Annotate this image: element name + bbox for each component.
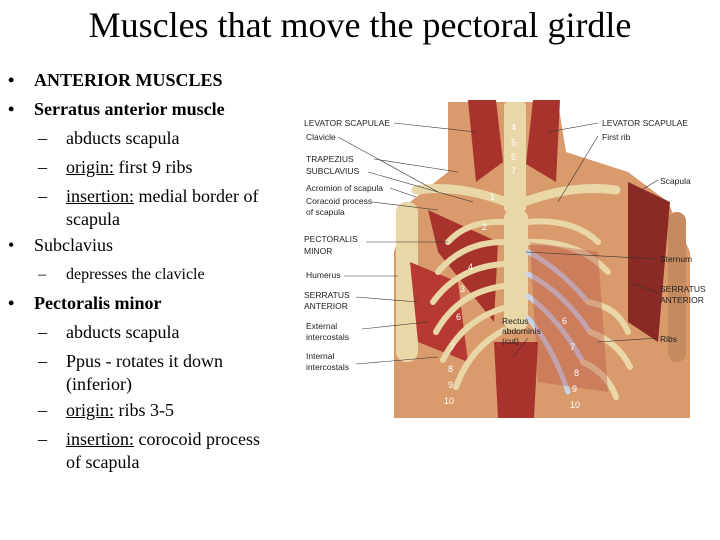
bullet-dot: • <box>8 99 15 119</box>
label-rectus-1: Rectus <box>502 316 528 326</box>
bullet-pectoralis-minor: • Pectoralis minor <box>0 289 300 318</box>
rib-number: 8 <box>574 368 579 378</box>
rib-number: 6 <box>511 152 516 162</box>
rib-number: 6 <box>562 316 567 326</box>
left-ribs <box>430 218 507 390</box>
label-right-serratus-1: SERRATUS <box>660 284 706 294</box>
right-scapula-serratus <box>628 182 670 342</box>
rib-number: 2 <box>482 222 487 232</box>
intercostal-muscles <box>530 242 608 392</box>
label-rectus-3: (cut) <box>502 336 519 346</box>
sub-bullet-serratus-insertion: – insertion: medial border of scapula <box>0 182 300 231</box>
label-sternum: Sternum <box>660 254 692 264</box>
rib-number: 5 <box>511 138 516 148</box>
dash-mark: – <box>38 128 47 148</box>
anatomy-figure: 4 5 6 7 1 2 3 4 6 7 8 9 10 6 7 8 9 10 <box>298 92 720 418</box>
rib-number: 9 <box>572 384 577 394</box>
rib-number: 1 <box>490 192 495 202</box>
label-right-levator-scapulae: LEVATOR SCAPULAE <box>602 118 688 128</box>
bullet-dot: • <box>8 70 15 90</box>
label-serratus-anterior-2: ANTERIOR <box>304 301 348 311</box>
sub-bullet-serratus-action: – abducts scapula <box>0 124 300 153</box>
right-clavicle <box>519 184 621 207</box>
label-acromion: Acromion of scapula <box>306 183 383 193</box>
right-arm <box>668 212 686 362</box>
rib-number: 7 <box>450 342 455 352</box>
right-levator-scapulae <box>526 100 560 182</box>
bullet-subclavius: • Subclavius <box>0 231 300 260</box>
rib-number: 10 <box>570 400 580 410</box>
label-clavicle: Clavicle <box>306 132 336 142</box>
label-ribs: Ribs <box>660 334 677 344</box>
label-coracoid-2: of scapula <box>306 207 345 217</box>
bullet-serratus-anterior: • Serratus anterior muscle <box>0 95 300 124</box>
rib-number: 4 <box>511 122 516 132</box>
label-coracoid-1: Coracoid process <box>306 196 372 206</box>
dash-mark: – <box>38 266 46 283</box>
anatomy-illustration: 4 5 6 7 1 2 3 4 6 7 8 9 10 6 7 8 9 10 <box>304 100 706 418</box>
label-pectoralis-minor-1: PECTORALIS <box>304 234 358 244</box>
sub-bullet-pectoralis-origin: – origin: ribs 3-5 <box>0 396 300 425</box>
label-external-intercostals-1: External <box>306 321 337 331</box>
label-humerus: Humerus <box>306 270 340 280</box>
label-serratus-anterior-1: SERRATUS <box>304 290 350 300</box>
serratus-anterior-muscle <box>410 262 468 362</box>
sub-bullet-serratus-origin: – origin: first 9 ribs <box>0 153 300 182</box>
rib-number: 3 <box>460 284 465 294</box>
bullet-dot: • <box>8 235 15 255</box>
bullet-outline: • ANTERIOR MUSCLES • Serratus anterior m… <box>0 66 300 474</box>
bullet-dot: • <box>8 293 15 313</box>
rib-number: 4 <box>468 262 473 272</box>
rib-number: 6 <box>456 312 461 322</box>
sub-bullet-subclavius-action: – depresses the clavicle <box>0 260 300 289</box>
label-internal-intercostals-2: intercostals <box>306 362 349 372</box>
rib-number: 7 <box>511 166 516 176</box>
left-clavicle <box>411 184 511 207</box>
label-levator-scapulae: LEVATOR SCAPULAE <box>304 118 390 128</box>
sub-bullet-pectoralis-action: – abducts scapula <box>0 318 300 347</box>
label-subclavius: SUBCLAVIUS <box>306 166 360 176</box>
dash-mark: – <box>38 322 47 342</box>
label-internal-intercostals-1: Internal <box>306 351 334 361</box>
rib-number: 10 <box>444 396 454 406</box>
rib-number: 7 <box>570 342 575 352</box>
dash-mark: – <box>38 157 47 177</box>
dash-mark: – <box>38 351 47 371</box>
cervical-vertebrae <box>504 102 526 212</box>
rectus-abdominis <box>494 342 538 418</box>
right-ribs <box>525 218 633 400</box>
slide-title: Muscles that move the pectoral girdle <box>88 5 632 45</box>
sub-bullet-pectoralis-insertion: – insertion: corocoid process of scapula <box>0 425 300 474</box>
label-trapezius: TRAPEZIUS <box>306 154 354 164</box>
bullet-anterior-muscles: • ANTERIOR MUSCLES <box>0 66 300 95</box>
sub-bullet-pectoralis-ppus: – Ppus - rotates it down (inferior) <box>0 347 300 396</box>
left-levator-scapulae <box>468 100 503 182</box>
label-external-intercostals-2: intercostals <box>306 332 349 342</box>
label-scapula: Scapula <box>660 176 691 186</box>
label-rectus-2: abdominis <box>502 326 541 336</box>
label-right-serratus-2: ANTERIOR <box>660 295 704 305</box>
rib-number: 8 <box>448 364 453 374</box>
dash-mark: – <box>38 400 47 420</box>
costal-cartilage <box>525 249 593 395</box>
rib-number: 9 <box>448 380 453 390</box>
leader-lines <box>337 122 659 365</box>
label-first-rib: First rib <box>602 132 631 142</box>
sternum <box>504 210 528 330</box>
label-pectoralis-minor-2: MINOR <box>304 246 332 256</box>
dash-mark: – <box>38 429 47 449</box>
dash-mark: – <box>38 186 47 206</box>
